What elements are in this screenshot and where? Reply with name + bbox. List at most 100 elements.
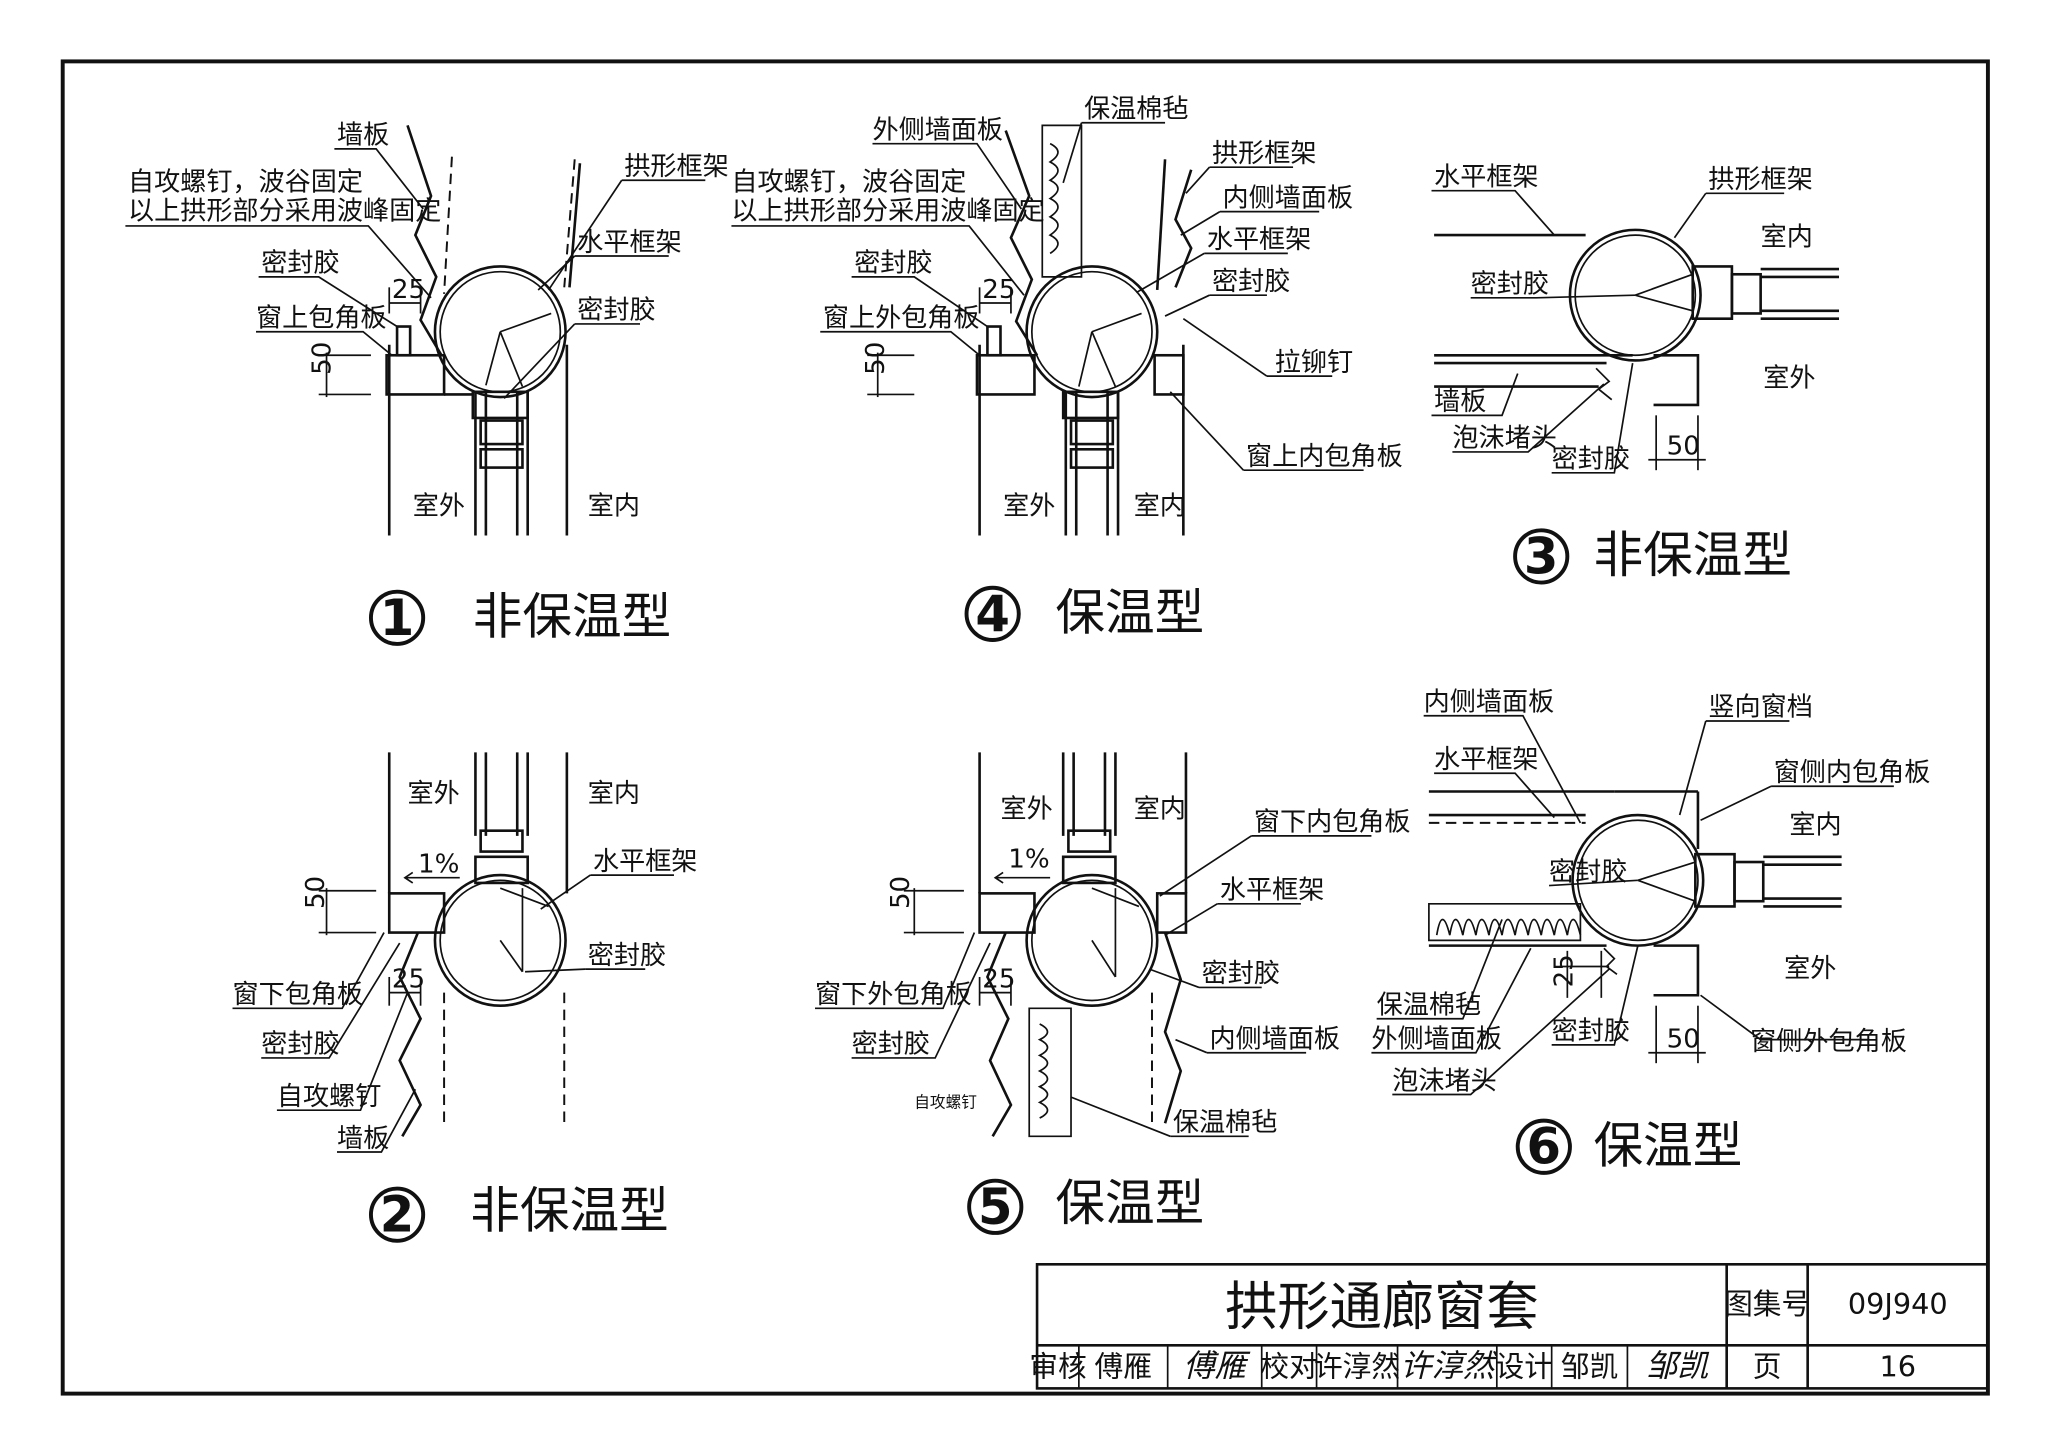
- label-horizontal-frame: 水平框架: [1434, 745, 1538, 775]
- reviewer-signature: 傅雁: [1183, 1349, 1250, 1385]
- sheet-border: [60, 59, 1990, 1396]
- dim-25: 25: [982, 964, 1015, 994]
- detail-caption: 保温型: [1593, 1116, 1742, 1174]
- detail-number: 4: [975, 585, 1010, 643]
- label-sealant: 密封胶: [1212, 267, 1290, 297]
- label-sealant: 密封胶: [854, 249, 932, 279]
- page-number: 16: [1880, 1350, 1917, 1384]
- label-inner-panel: 内侧墙面板: [1209, 1024, 1340, 1054]
- label-screw-line1: 自攻螺钉，波谷固定: [128, 168, 363, 198]
- detail-caption: 非保温型: [1593, 526, 1791, 584]
- label-wall-panel: 墙板: [337, 121, 389, 151]
- designer-signature: 邹凯: [1646, 1349, 1710, 1385]
- dim-25: 25: [392, 964, 425, 994]
- label-foam-plug: 泡沫堵头: [1392, 1066, 1496, 1096]
- label-exterior: 室外: [1784, 954, 1836, 984]
- label-sill-inner-flashing: 窗下内包角板: [1254, 808, 1411, 838]
- label-sealant: 密封胶: [1202, 959, 1280, 989]
- detail-number-circle: [1515, 1118, 1572, 1175]
- label-interior: 室内: [1134, 492, 1186, 522]
- detail-6: 25 50 内侧墙面板 竖向窗档 水平框架 窗侧内包角板 室内 密封胶 室外 保…: [1371, 688, 1930, 1176]
- detail-caption: 保温型: [1055, 1174, 1204, 1232]
- label-exterior: 室外: [1000, 795, 1052, 825]
- label-wall-panel: 墙板: [337, 1124, 389, 1154]
- label-interior: 室内: [1789, 810, 1841, 840]
- detail-number-circle: [1513, 528, 1570, 585]
- dim-25: 25: [982, 275, 1015, 305]
- label-interior: 室内: [588, 492, 640, 522]
- label-insulation: 保温棉毡: [1084, 95, 1188, 125]
- label-screw: 自攻螺钉: [277, 1082, 381, 1112]
- detail-number: 1: [380, 589, 415, 647]
- atlas-number: 09J940: [1848, 1287, 1948, 1321]
- label-sealant: 密封胶: [261, 249, 339, 279]
- horizontal-frame-circle: [1025, 265, 1159, 399]
- page-label: 页: [1753, 1350, 1782, 1384]
- detail-number: 2: [380, 1186, 415, 1244]
- label-exterior: 室外: [413, 492, 465, 522]
- label-sill-flashing: 窗下包角板: [233, 980, 364, 1010]
- label-arch-frame: 拱形框架: [624, 152, 728, 182]
- label-exterior: 室外: [1763, 364, 1815, 394]
- horizontal-frame-circle: [1568, 228, 1702, 362]
- label-sealant: 密封胶: [1552, 445, 1630, 475]
- detail-number-circle: [967, 1178, 1024, 1235]
- detail-number: 6: [1527, 1118, 1562, 1176]
- design-label: 设计: [1496, 1350, 1553, 1384]
- label-screw-line2: 以上拱形部分采用波峰固定: [128, 196, 441, 226]
- dim-50: 50: [307, 342, 337, 375]
- dim-50: 50: [886, 876, 916, 909]
- title-block: 拱形通廊窗套 图集号 09J940 页 16 审核 傅雁 傅雁 校对 许淳然 许…: [1029, 1263, 1990, 1390]
- detail-3: 50 水平框架 拱形框架 室内 密封胶 室外 墙板 泡沫堵头 密封胶 3 非保温…: [1431, 162, 1840, 585]
- detail-4: 25 50 保温棉毡 外侧墙面板 自攻螺钉，波谷固定 以上拱形部分采用波峰固定 …: [731, 95, 1403, 643]
- detail-number-circle: [964, 585, 1021, 642]
- label-sealant: 密封胶: [577, 296, 655, 326]
- label-interior: 室内: [1761, 223, 1813, 253]
- label-interior: 室内: [1134, 795, 1186, 825]
- label-inner-flashing: 窗上内包角板: [1246, 442, 1403, 472]
- dim-50: 50: [301, 876, 331, 909]
- label-inner-panel: 内侧墙面板: [1424, 688, 1555, 718]
- label-mullion: 竖向窗档: [1708, 693, 1812, 723]
- dim-50: 50: [1667, 432, 1700, 462]
- label-arch-frame: 拱形框架: [1708, 165, 1812, 195]
- check-label: 校对: [1260, 1350, 1317, 1384]
- review-label: 审核: [1029, 1350, 1086, 1384]
- label-outer-panel: 外侧墙面板: [872, 115, 1003, 145]
- designer-name: 邹凯: [1561, 1350, 1618, 1384]
- label-sealant: 密封胶: [1552, 1017, 1630, 1047]
- label-foam-plug: 泡沫堵头: [1452, 424, 1556, 454]
- detail-number: 3: [1524, 527, 1559, 585]
- label-insulation: 保温棉毡: [1173, 1108, 1277, 1138]
- dim-50: 50: [861, 342, 891, 375]
- label-sealant: 密封胶: [1471, 270, 1549, 300]
- label-insulation: 保温棉毡: [1377, 991, 1481, 1021]
- label-screw-line2: 以上拱形部分采用波峰固定: [731, 196, 1044, 226]
- label-screw: 自攻螺钉: [914, 1093, 977, 1112]
- label-inner-panel: 内侧墙面板: [1223, 183, 1354, 213]
- label-outer-flashing: 窗上外包角板: [823, 304, 980, 334]
- detail-caption: 保温型: [1055, 584, 1204, 642]
- detail-number: 5: [978, 1178, 1013, 1236]
- dim-25: 25: [1550, 954, 1580, 987]
- detail-caption: 非保温型: [470, 1182, 669, 1240]
- label-sill-outer-flashing: 窗下外包角板: [815, 980, 972, 1010]
- detail-2: 1% 50 25 室外 室内 水平框架 密封胶 窗下包角板 密封胶 自攻螺钉 墙…: [232, 752, 697, 1244]
- label-horizontal-frame: 水平框架: [1207, 225, 1311, 255]
- detail-1: 25 50 墙板 自攻螺钉，波谷固定 以上拱形部分采用波峰固定 拱形框架 密封胶…: [125, 121, 729, 647]
- label-interior: 室内: [588, 779, 640, 809]
- label-jamb-outer-flashing: 窗侧外包角板: [1750, 1027, 1907, 1057]
- horizontal-frame-circle: [433, 265, 567, 399]
- label-rivet: 拉铆钉: [1275, 348, 1353, 378]
- label-exterior: 室外: [1003, 492, 1055, 522]
- label-sealant: 密封胶: [588, 941, 666, 971]
- atlas-number-label: 图集号: [1724, 1287, 1810, 1321]
- detail-number-circle: [368, 589, 426, 646]
- detail-number-circle: [368, 1186, 426, 1243]
- label-top-flashing: 窗上包角板: [256, 304, 387, 334]
- dim-50: 50: [1667, 1024, 1700, 1054]
- label-sealant: 密封胶: [1549, 857, 1627, 887]
- slope-label: 1%: [1008, 844, 1049, 874]
- label-arch-frame: 拱形框架: [1212, 139, 1316, 169]
